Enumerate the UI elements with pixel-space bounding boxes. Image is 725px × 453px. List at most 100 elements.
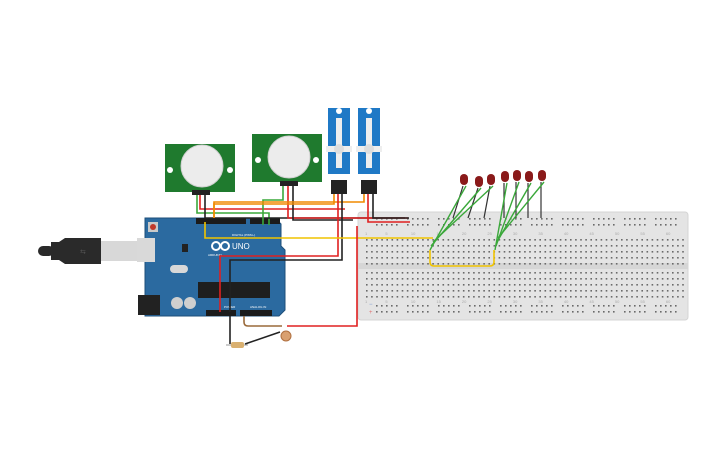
breadboard-hole[interactable] <box>577 305 579 307</box>
breadboard-hole[interactable] <box>682 296 684 298</box>
breadboard-hole[interactable] <box>422 272 424 274</box>
breadboard-hole[interactable] <box>422 278 424 280</box>
breadboard-hole[interactable] <box>564 263 567 265</box>
breadboard-hole[interactable] <box>452 251 455 253</box>
breadboard-hole[interactable] <box>646 278 649 280</box>
breadboard-hole[interactable] <box>417 263 419 265</box>
breadboard-hole[interactable] <box>478 272 480 274</box>
breadboard-hole[interactable] <box>469 224 471 226</box>
breadboard-hole[interactable] <box>519 278 521 280</box>
breadboard-hole[interactable] <box>600 296 603 298</box>
breadboard-hole[interactable] <box>386 251 388 253</box>
breadboard-hole[interactable] <box>570 257 572 259</box>
breadboard-hole[interactable] <box>396 296 399 298</box>
breadboard-hole[interactable] <box>468 239 470 241</box>
breadboard-hole[interactable] <box>473 245 475 247</box>
breadboard-hole[interactable] <box>641 257 643 259</box>
breadboard-hole[interactable] <box>666 245 669 247</box>
breadboard-hole[interactable] <box>544 290 547 292</box>
breadboard-hole[interactable] <box>508 278 511 280</box>
breadboard-hole[interactable] <box>639 311 641 313</box>
breadboard-hole[interactable] <box>549 272 552 274</box>
breadboard-hole[interactable] <box>621 251 623 253</box>
breadboard-hole[interactable] <box>437 290 439 292</box>
breadboard-hole[interactable] <box>675 218 677 220</box>
breadboard-hole[interactable] <box>646 290 649 292</box>
breadboard-hole[interactable] <box>595 245 598 247</box>
breadboard-hole[interactable] <box>610 278 613 280</box>
breadboard-hole[interactable] <box>488 239 490 241</box>
breadboard-hole[interactable] <box>447 251 450 253</box>
breadboard-hole[interactable] <box>595 251 598 253</box>
breadboard-hole[interactable] <box>682 257 684 259</box>
breadboard-hole[interactable] <box>529 278 531 280</box>
breadboard-hole[interactable] <box>564 257 567 259</box>
breadboard-hole[interactable] <box>610 239 613 241</box>
breadboard-hole[interactable] <box>457 257 460 259</box>
breadboard-hole[interactable] <box>381 272 383 274</box>
breadboard-hole[interactable] <box>417 305 419 307</box>
breadboard-hole[interactable] <box>634 224 636 226</box>
breadboard-hole[interactable] <box>469 305 471 307</box>
breadboard-hole[interactable] <box>391 251 394 253</box>
breadboard-hole[interactable] <box>590 296 592 298</box>
breadboard-hole[interactable] <box>672 263 674 265</box>
breadboard-hole[interactable] <box>672 296 674 298</box>
breadboard-hole[interactable] <box>672 239 674 241</box>
breadboard-hole[interactable] <box>411 290 414 292</box>
led[interactable] <box>494 171 509 251</box>
breadboard-hole[interactable] <box>376 245 378 247</box>
breadboard-hole[interactable] <box>447 284 450 286</box>
breadboard-hole[interactable] <box>600 278 603 280</box>
breadboard-hole[interactable] <box>505 305 507 307</box>
breadboard-hole[interactable] <box>670 224 672 226</box>
breadboard-hole[interactable] <box>396 290 399 292</box>
breadboard-hole[interactable] <box>585 251 587 253</box>
breadboard-hole[interactable] <box>656 251 659 253</box>
breadboard-hole[interactable] <box>422 245 424 247</box>
breadboard-hole[interactable] <box>371 290 373 292</box>
breadboard-hole[interactable] <box>493 272 496 274</box>
breadboard-hole[interactable] <box>559 251 562 253</box>
breadboard-hole[interactable] <box>391 263 394 265</box>
breadboard-hole[interactable] <box>666 257 669 259</box>
breadboard-hole[interactable] <box>447 290 450 292</box>
breadboard-hole[interactable] <box>396 278 399 280</box>
breadboard-hole[interactable] <box>468 251 470 253</box>
breadboard-hole[interactable] <box>411 278 414 280</box>
breadboard-hole[interactable] <box>493 290 496 292</box>
breadboard-hole[interactable] <box>660 218 662 220</box>
breadboard-hole[interactable] <box>427 245 429 247</box>
breadboard-hole[interactable] <box>546 218 548 220</box>
breadboard-hole[interactable] <box>524 284 526 286</box>
breadboard-hole[interactable] <box>462 263 465 265</box>
breadboard-hole[interactable] <box>600 272 603 274</box>
breadboard-hole[interactable] <box>493 239 496 241</box>
breadboard-hole[interactable] <box>442 278 445 280</box>
breadboard-hole[interactable] <box>386 284 388 286</box>
breadboard-hole[interactable] <box>457 278 460 280</box>
breadboard-hole[interactable] <box>580 296 582 298</box>
breadboard-hole[interactable] <box>427 272 429 274</box>
breadboard-hole[interactable] <box>473 239 475 241</box>
breadboard-hole[interactable] <box>546 305 548 307</box>
breadboard-hole[interactable] <box>411 284 414 286</box>
breadboard-hole[interactable] <box>376 311 378 313</box>
breadboard-hole[interactable] <box>508 257 511 259</box>
breadboard-hole[interactable] <box>381 224 383 226</box>
breadboard-hole[interactable] <box>551 218 553 220</box>
breadboard-hole[interactable] <box>641 284 643 286</box>
breadboard-hole[interactable] <box>493 296 496 298</box>
breadboard-hole[interactable] <box>608 305 610 307</box>
breadboard-hole[interactable] <box>549 257 552 259</box>
breadboard-hole[interactable] <box>572 311 574 313</box>
breadboard-hole[interactable] <box>432 290 434 292</box>
breadboard-hole[interactable] <box>422 257 424 259</box>
breadboard-hole[interactable] <box>605 296 608 298</box>
breadboard-hole[interactable] <box>539 245 541 247</box>
breadboard-hole[interactable] <box>636 284 638 286</box>
breadboard-hole[interactable] <box>660 305 662 307</box>
breadboard-hole[interactable] <box>655 224 657 226</box>
breadboard-hole[interactable] <box>636 272 638 274</box>
breadboard-hole[interactable] <box>371 284 373 286</box>
